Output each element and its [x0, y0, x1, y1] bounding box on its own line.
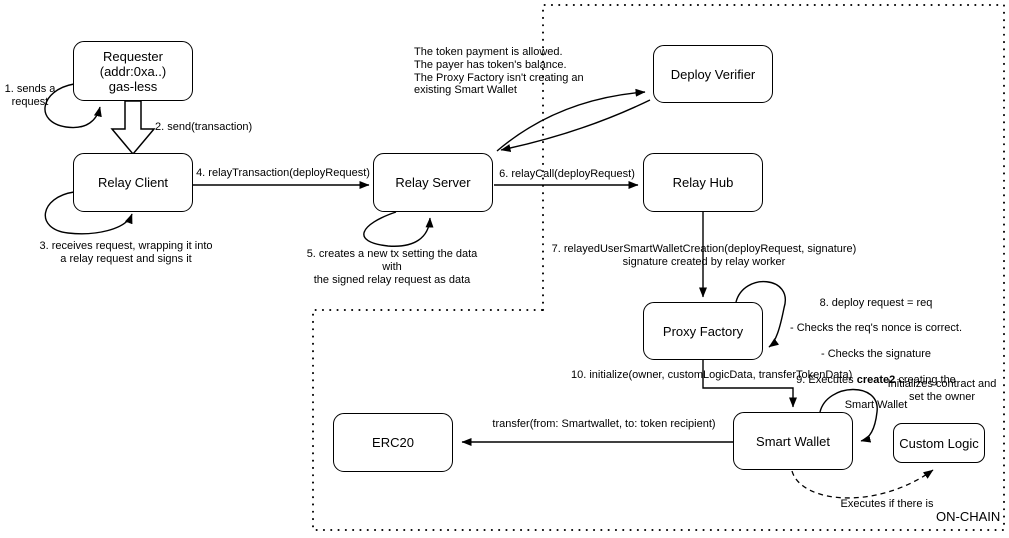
step10-label: 10. initialize(owner, customLogicData, t…	[571, 369, 853, 381]
relay-server-self-loop-arrow	[363, 211, 434, 247]
smart-wallet-label: Smart Wallet	[756, 433, 830, 449]
relay-client-self-loop-arrow	[44, 191, 133, 235]
onchain-label: ON-CHAIN	[936, 509, 1001, 524]
transfer-label: transfer(from: Smartwallet, to: token re…	[492, 418, 716, 430]
step2-label: 2. send(transaction)	[155, 121, 253, 133]
verifier-response-arc-arrow	[500, 99, 651, 152]
proxy-factory-label: Proxy Factory	[662, 323, 744, 339]
deploy-verifier-label: Deploy Verifier	[670, 66, 756, 82]
step5-label: 5. creates a new tx setting the data wit…	[306, 248, 478, 286]
step9-line2: Smart Wallet	[844, 399, 908, 412]
proxy-factory-self-loop-arrow	[735, 280, 787, 348]
step9-create2: create2	[856, 373, 896, 386]
requester-self-loop-arrow	[44, 83, 102, 129]
node-smart-wallet: Smart Wallet	[733, 412, 853, 470]
custom-logic-label: Custom Logic	[899, 435, 979, 451]
erc20-label: ERC20	[372, 435, 414, 450]
node-erc20: ERC20	[333, 413, 453, 472]
relay-hub-label: Relay Hub	[672, 175, 734, 190]
node-relay-server: Relay Server	[373, 153, 493, 212]
node-custom-logic: Custom Logic	[893, 423, 985, 463]
step8-line3: - Checks the signature	[820, 347, 932, 360]
verifier-note: The token payment is allowed. The payer …	[414, 46, 584, 97]
step9-suffix: creating the	[895, 373, 956, 386]
smart-wallet-self-loop-arrow	[819, 388, 878, 443]
executes-dashed-arrow	[791, 469, 934, 499]
initialize-arrow	[702, 360, 797, 408]
step8-line1: 8. deploy request = req	[819, 296, 933, 309]
relay-client-label: Relay Client	[97, 175, 169, 190]
send-transaction-block-arrow	[110, 100, 156, 156]
node-relay-client: Relay Client	[73, 153, 193, 212]
node-proxy-factory: Proxy Factory	[643, 302, 763, 360]
step8-line2: - Checks the req's nonce is correct.	[789, 322, 963, 335]
step7-label: 7. relayedUserSmartWalletCreation(deploy…	[551, 243, 857, 268]
step6-label: 6. relayCall(deployRequest)	[499, 168, 635, 180]
node-relay-hub: Relay Hub	[643, 153, 763, 212]
node-deploy-verifier: Deploy Verifier	[653, 45, 773, 103]
step4-label: 4. relayTransaction(deployRequest)	[196, 167, 370, 179]
relay-server-label: Relay Server	[395, 175, 471, 190]
requester-label: Requester (addr:0xa..) gas-less	[99, 48, 167, 94]
step1-label: 1. sends a request	[4, 83, 56, 108]
initializes-note: Initializes contract and set the owner	[887, 378, 997, 403]
node-requester: Requester (addr:0xa..) gas-less	[73, 41, 193, 101]
step9-prefix: 9. Executes	[796, 373, 857, 386]
step8-9-note: 8. deploy request = req - Checks the req…	[778, 284, 974, 425]
verifier-request-arc-arrow	[496, 88, 646, 152]
step3-label: 3. receives request, wrapping it into a …	[39, 240, 213, 265]
executes-note: Executes if there is	[840, 498, 934, 510]
